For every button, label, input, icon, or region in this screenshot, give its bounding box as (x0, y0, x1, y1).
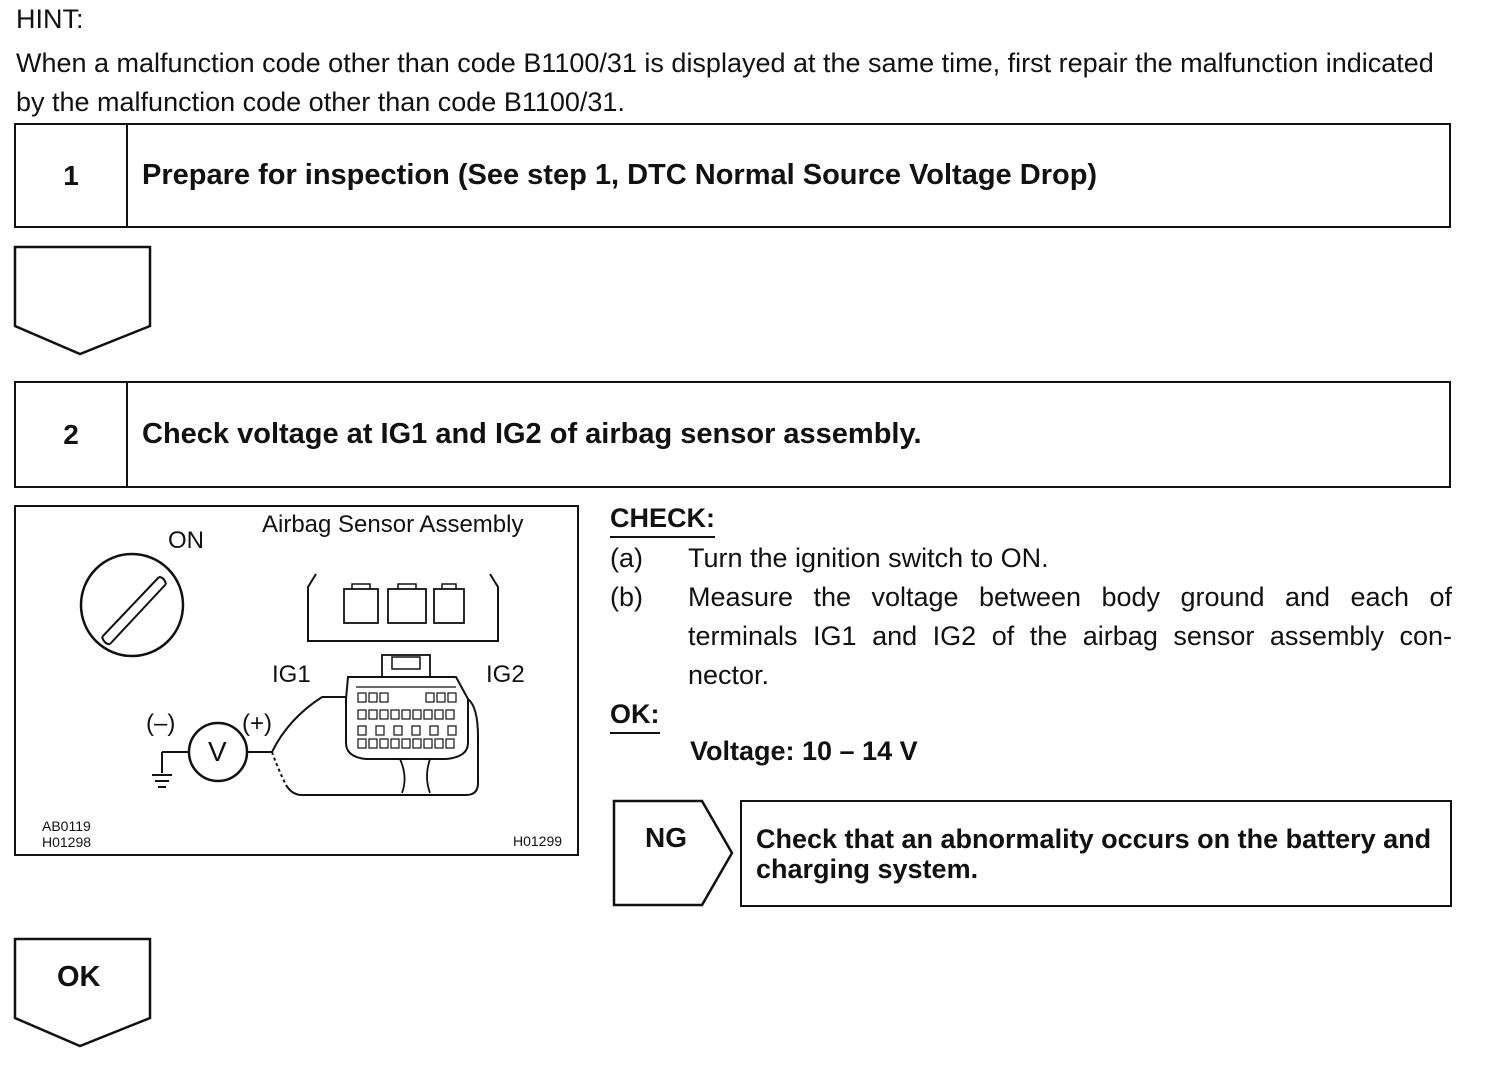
figure-code-right: H01299 (513, 833, 563, 849)
assembly-label: Airbag Sensor Assembly (262, 511, 524, 538)
right-pentagon-arrow-icon (612, 799, 734, 907)
ground-symbol-icon (152, 774, 172, 788)
ng-action-box: Check that an abnormality occurs on the … (740, 800, 1452, 907)
down-pentagon-arrow-icon (13, 937, 152, 1048)
step-1-number: 1 (16, 125, 128, 226)
voltmeter-icon (161, 696, 323, 786)
minus-label: (–) (146, 710, 176, 737)
figure-drawing (79, 552, 499, 796)
result-ok-label: OK (57, 961, 101, 993)
step-2-number: 2 (16, 383, 128, 486)
wiring-figure: ON Airbag Sensor Assembly IG1 IG2 (–) (+… (14, 505, 579, 856)
harness-connector-icon (285, 654, 479, 796)
voltage-spec: Voltage: 10 – 14 V (690, 736, 918, 766)
step-1-title: Prepare for inspection (See step 1, DTC … (142, 159, 1098, 191)
ignition-key-icon (79, 552, 185, 658)
meter-v-label: V (208, 736, 227, 767)
switch-on-label: ON (168, 527, 204, 554)
connector-icon (307, 573, 499, 642)
check-item-b-text: Measure the voltage between body ground … (688, 582, 1452, 690)
check-item-a-letter: (a) (610, 543, 643, 573)
check-title: CHECK: (610, 503, 715, 538)
step-1-box: 1 Prepare for inspection (See step 1, DT… (14, 123, 1451, 228)
check-item-b: (b) Measure the voltage between body gro… (610, 578, 1452, 698)
ng-label: NG (645, 822, 687, 853)
ig2-label: IG2 (486, 661, 525, 688)
figure-code-left-2: H01298 (42, 834, 92, 850)
check-item-a-text: Turn the ignition switch to ON. (688, 543, 1049, 573)
down-pentagon-arrow-icon (13, 245, 152, 356)
step-2-box: 2 Check voltage at IG1 and IG2 of airbag… (14, 381, 1451, 488)
hint-title: HINT: (16, 4, 84, 34)
check-item-b-letter: (b) (610, 582, 643, 612)
ok-title: OK: (610, 699, 660, 734)
ig1-label: IG1 (272, 661, 311, 688)
plus-label: (+) (242, 710, 272, 737)
figure-code-left-1: AB0119 (42, 818, 91, 834)
hint-text: When a malfunction code other than code … (16, 48, 1434, 117)
ng-action-text: Check that an abnormality occurs on the … (756, 824, 1432, 884)
step-2-title: Check voltage at IG1 and IG2 of airbag s… (142, 418, 922, 450)
